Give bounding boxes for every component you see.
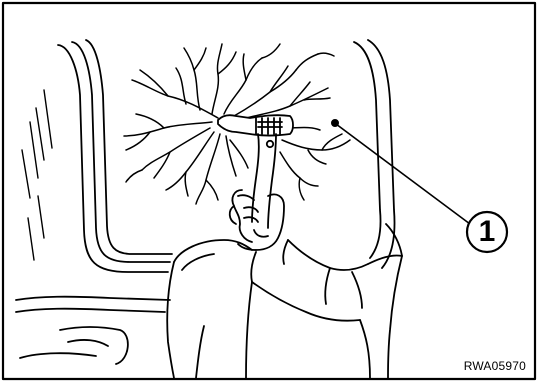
passenger-arm (360, 224, 402, 378)
glass-reflection-left (22, 90, 52, 260)
callout-leader-line (336, 124, 470, 224)
gloved-hand (230, 190, 402, 321)
figure-reference-code: RWA05970 (464, 359, 526, 373)
seat-back (167, 240, 252, 378)
window-frame (16, 40, 395, 364)
callout-leader-dot (332, 120, 338, 126)
callout-number: 1 (466, 211, 508, 253)
